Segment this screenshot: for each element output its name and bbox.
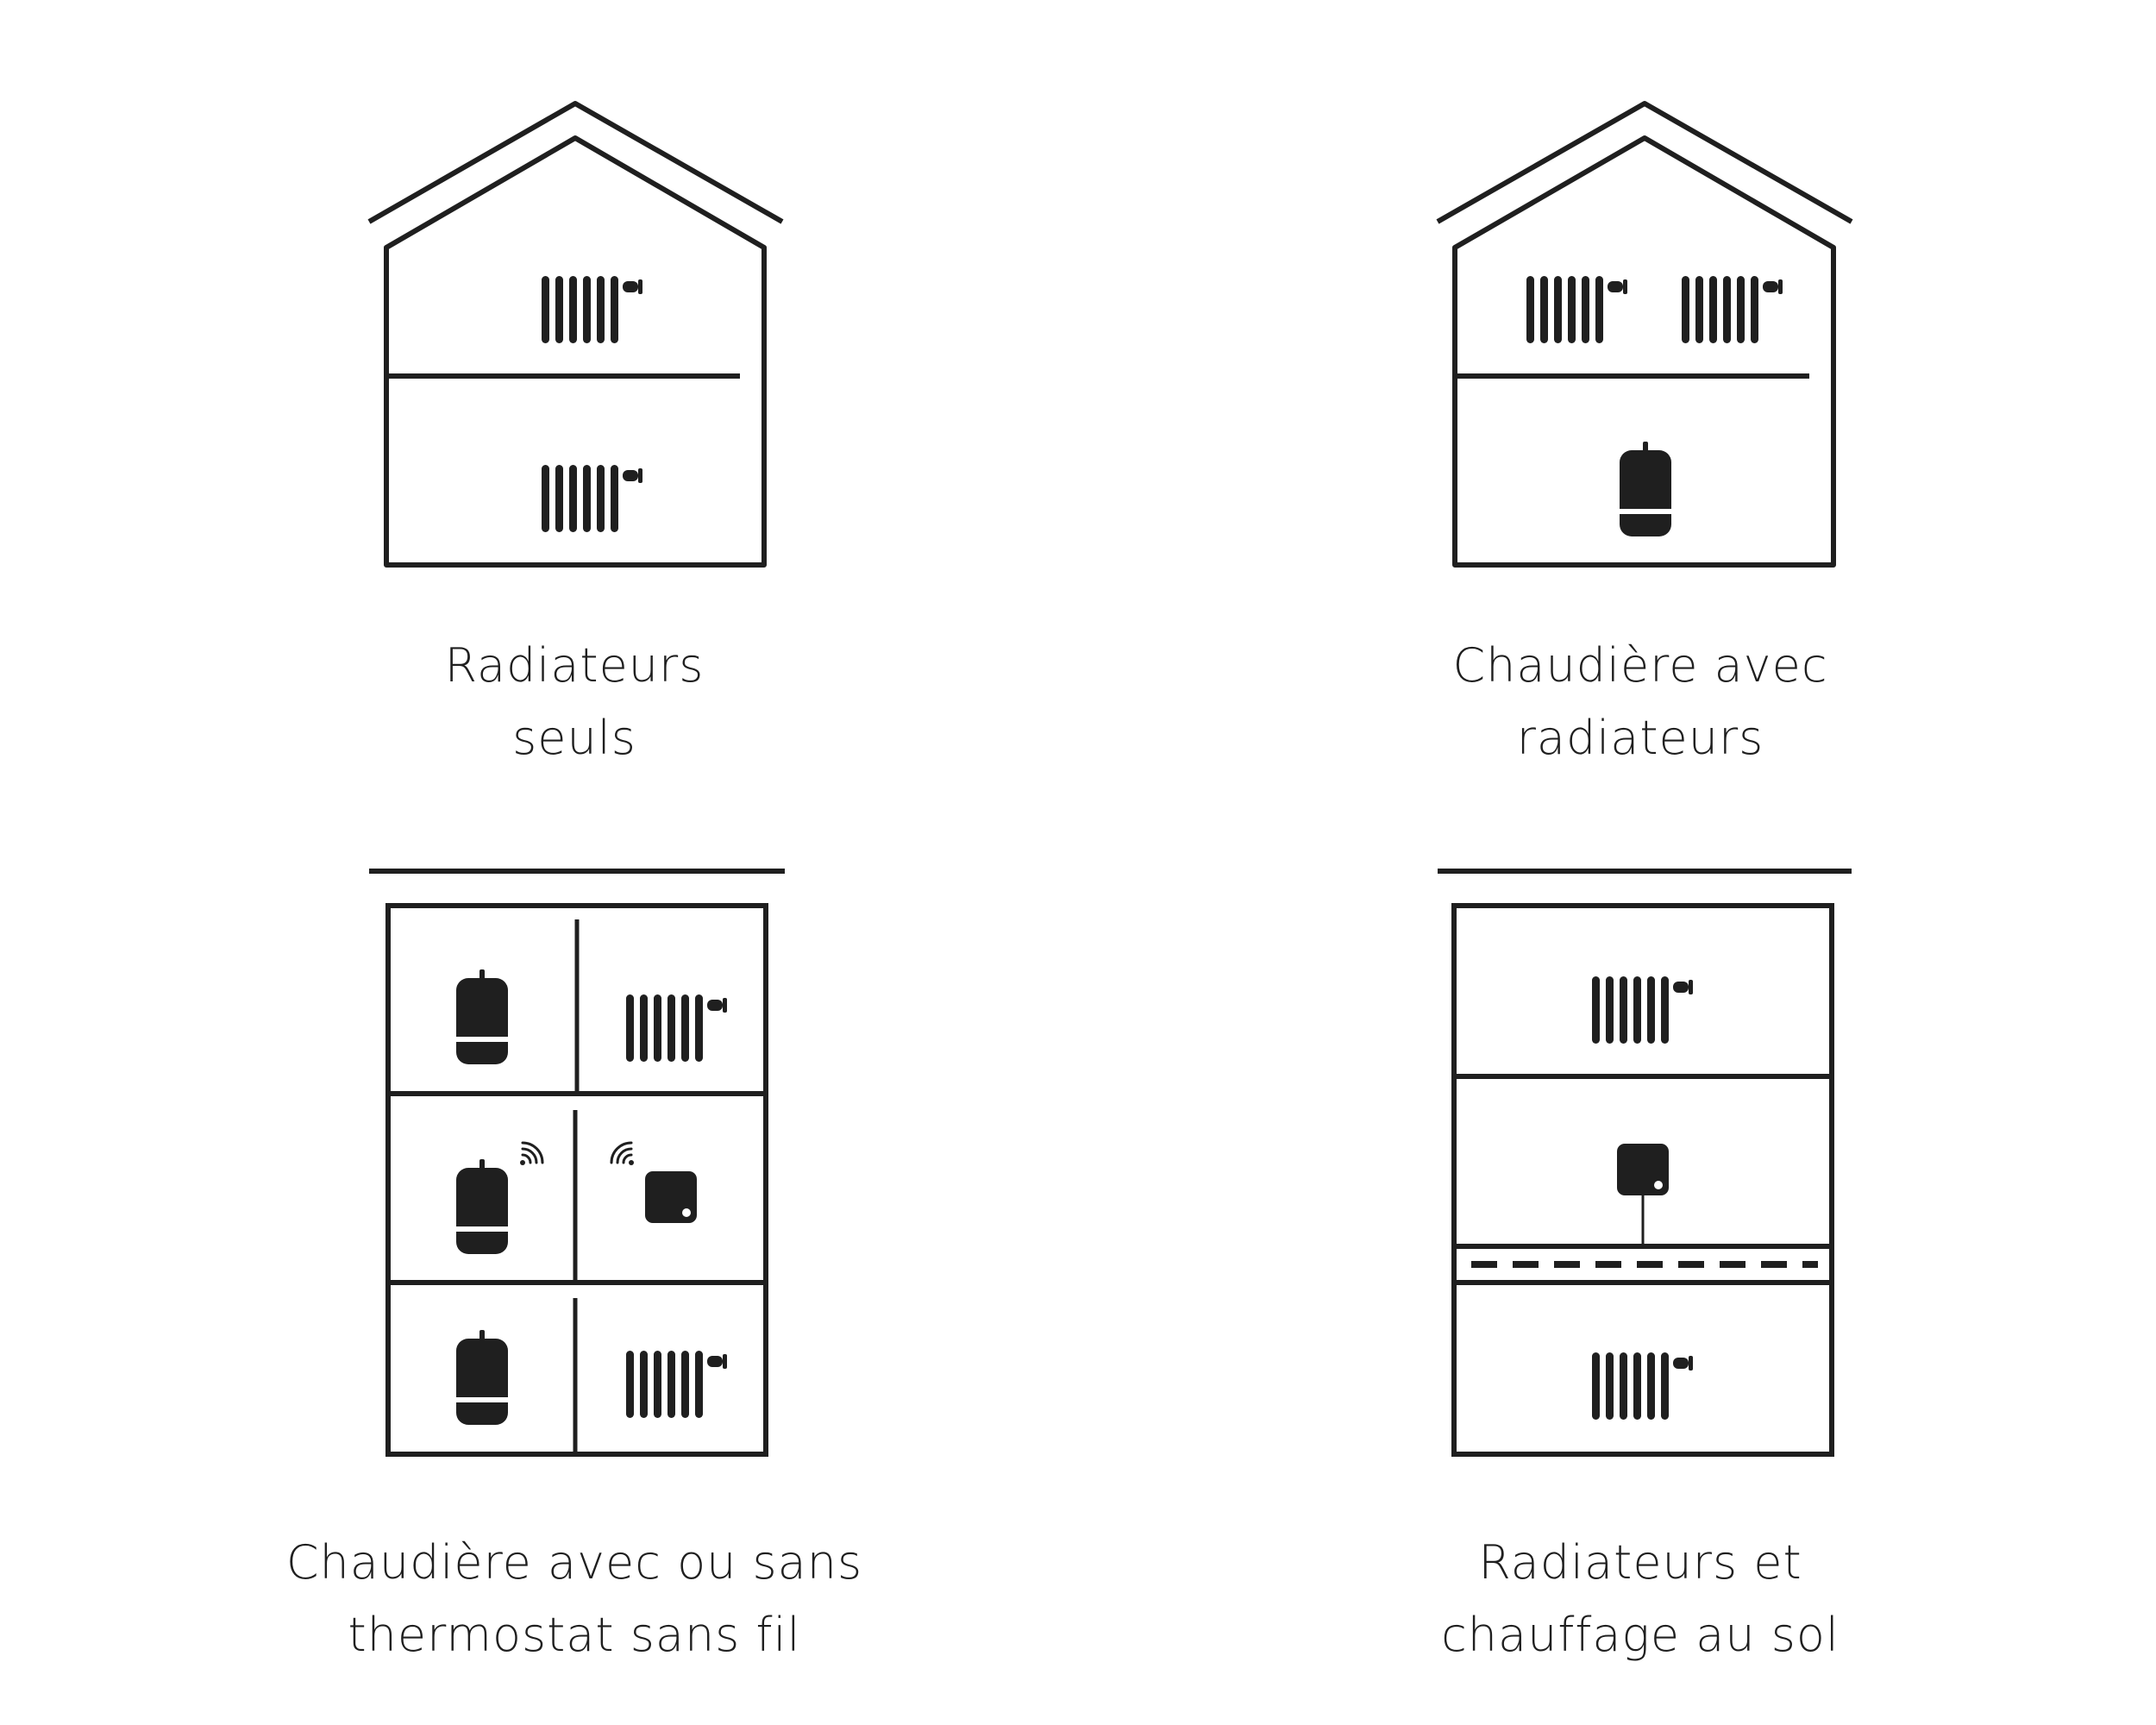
house-icon [1436, 101, 1853, 568]
wifi-signal-icon [610, 1141, 636, 1167]
caption-line: Radiateurs et [1478, 1535, 1802, 1590]
caption-line: Chaudière avec [1452, 638, 1828, 693]
boiler-icon [455, 1159, 509, 1254]
caption-line: radiateurs [1516, 711, 1764, 765]
apartment-building-icon [1438, 869, 1852, 1457]
thermostat-icon [1617, 1144, 1669, 1245]
radiator-icon [626, 1351, 727, 1418]
radiator-icon [542, 276, 642, 343]
wireless-thermostat-icon [645, 1171, 697, 1223]
caption-line: seuls [512, 711, 636, 765]
panel-radiators-only [367, 101, 784, 568]
boiler-icon [455, 1330, 509, 1425]
radiator-icon [1592, 1352, 1693, 1420]
panel-boiler-wireless-thermostat [369, 869, 785, 1457]
radiator-icon [626, 994, 727, 1062]
caption-line: Chaudière avec ou sans [285, 1535, 863, 1590]
caption-line: Radiateurs [444, 638, 705, 693]
apartment-building-icon [369, 869, 785, 1457]
boiler-icon [455, 969, 509, 1064]
panel-boiler-with-radiators [1436, 101, 1853, 568]
caption-boiler-with-radiators: Chaudière avec radiateurs [1252, 630, 2028, 775]
radiator-icon [1682, 276, 1783, 343]
caption-line: thermostat sans fil [348, 1608, 801, 1662]
radiator-icon [1526, 276, 1627, 343]
caption-boiler-wireless-thermostat: Chaudière avec ou sans thermostat sans f… [186, 1527, 962, 1672]
caption-line: chauffage au sol [1441, 1608, 1839, 1662]
house-icon [367, 101, 784, 568]
radiator-icon [1592, 976, 1693, 1044]
wifi-signal-icon [518, 1141, 544, 1167]
panel-radiators-and-underfloor [1438, 869, 1852, 1457]
radiator-icon [542, 465, 642, 532]
caption-radiators-and-underfloor: Radiateurs et chauffage au sol [1252, 1527, 2028, 1672]
boiler-icon [1619, 442, 1672, 536]
caption-radiators-only: Radiateurs seuls [186, 630, 962, 775]
